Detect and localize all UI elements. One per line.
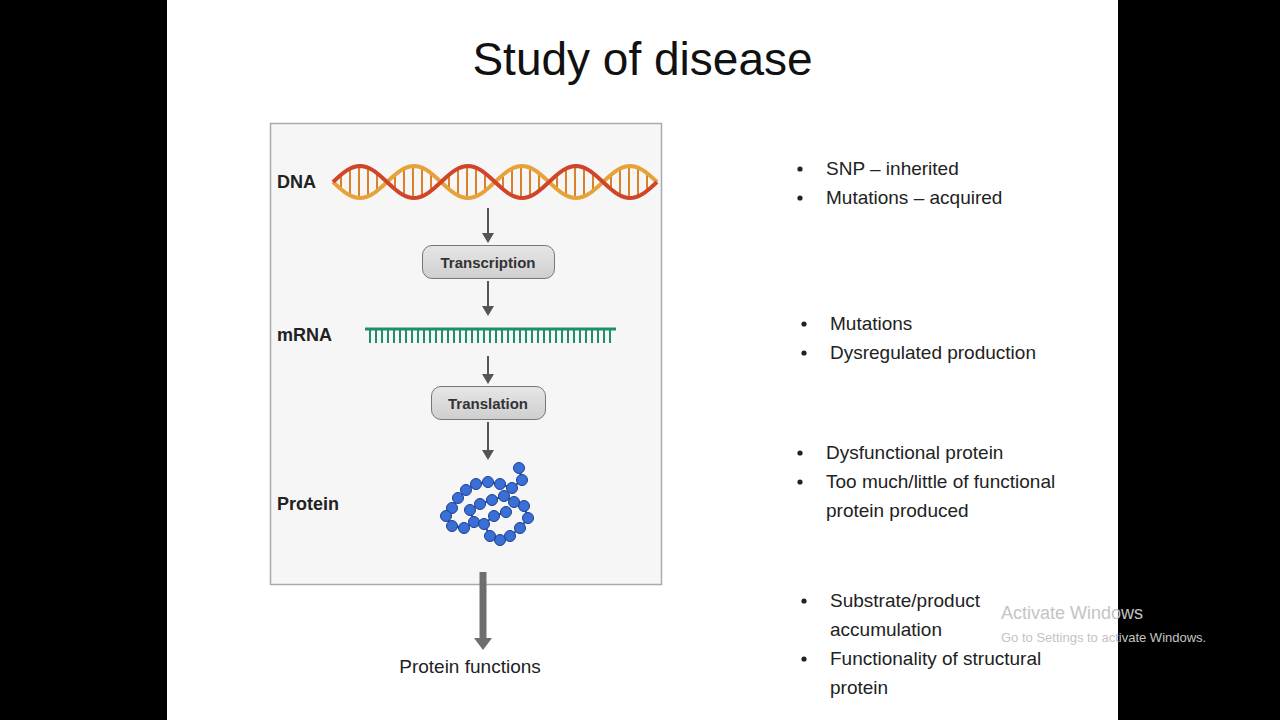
dna-helix <box>333 166 657 198</box>
stage-row: DNA <box>275 160 655 206</box>
flow-arrow <box>474 572 492 650</box>
bullet-text: Too much/little of functional protein pr… <box>826 467 1114 525</box>
stage-row: mRNA <box>275 318 655 354</box>
bullet-text: Dysregulated production <box>830 338 1115 367</box>
watermark: Activate Windows <box>1001 602 1271 624</box>
stage-label: Protein <box>277 494 339 515</box>
protein-chain <box>441 463 534 546</box>
flow-panel <box>271 124 662 585</box>
step-text: Translation <box>448 395 528 412</box>
flow-arrow <box>482 356 494 384</box>
slide-title: Study of disease <box>167 32 1118 86</box>
flow-arrow <box>482 422 494 460</box>
outcome-text: Protein functions <box>399 656 541 678</box>
flow-arrow <box>482 281 494 316</box>
bullet-text: Dysfunctional protein <box>826 438 1116 467</box>
mrna-strand <box>365 329 616 343</box>
process-box: Transcription <box>422 245 555 279</box>
bullet-text: Mutations – acquired <box>826 183 1116 212</box>
bullet-text: SNP – inherited <box>826 154 1116 183</box>
outcome-box: Protein functions <box>387 652 553 682</box>
bullets <box>797 166 806 661</box>
stage-label: mRNA <box>277 325 332 346</box>
stage-row: Protein <box>275 462 655 548</box>
stage-label: DNA <box>277 172 316 193</box>
bullet-text: Functionality of structural protein <box>830 644 1092 702</box>
flow-arrow <box>482 208 494 243</box>
process-box: Translation <box>431 386 546 420</box>
watermark: Go to Settings to activate Windows. <box>1001 630 1271 646</box>
bullet-text: Substrate/product accumulation <box>830 586 1012 644</box>
bullet-text: Mutations <box>830 309 1115 338</box>
step-text: Transcription <box>440 254 535 271</box>
